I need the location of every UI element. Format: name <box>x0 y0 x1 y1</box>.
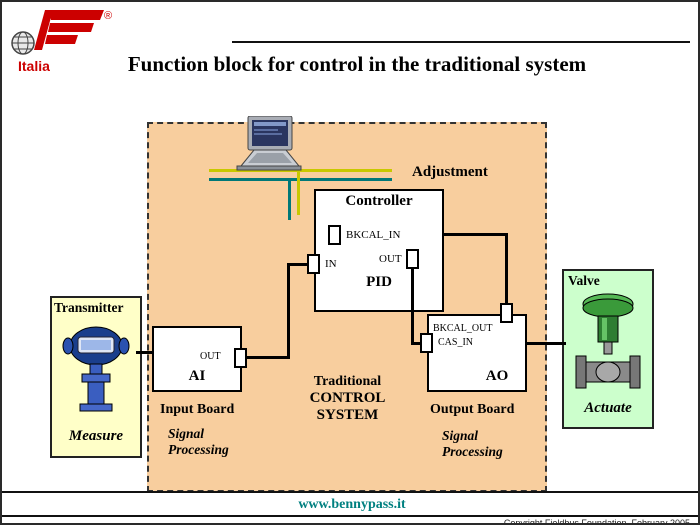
center-caption-line1: Traditional <box>313 374 382 389</box>
in-port <box>307 254 320 274</box>
wire-ao-to-valve <box>526 342 566 345</box>
bkcal-in-label: BKCAL_IN <box>346 229 401 241</box>
valve-title: Valve <box>568 273 600 288</box>
adjustment-label: Adjustment <box>412 164 488 180</box>
output-board-label: Output Board <box>430 402 515 417</box>
center-caption: Traditional CONTROL SYSTEM <box>290 374 405 424</box>
wire-ai-out-h <box>246 356 290 359</box>
network-line-teal <box>209 178 392 181</box>
out-port <box>406 249 419 269</box>
wire-ai-out-v <box>287 263 290 359</box>
ai-out-port <box>234 348 247 368</box>
output-signal-label: Signal Processing <box>442 428 503 459</box>
input-board-label: Input Board <box>160 402 235 417</box>
transmitter-title: Transmitter <box>54 300 124 315</box>
center-caption-line3: SYSTEM <box>316 407 379 423</box>
input-signal-label: Signal Processing <box>168 426 229 457</box>
copyright-label: Copyright Fieldbus Foundation, February … <box>503 518 690 525</box>
top-rule <box>232 41 690 43</box>
valve-icon <box>568 292 648 398</box>
wire-bkcal-v <box>505 233 508 305</box>
transmitter-icon <box>58 322 134 422</box>
bkcal-out-label: BKCAL_OUT <box>433 323 493 334</box>
footer-rule-top <box>2 491 698 493</box>
ai-out-label: OUT <box>200 351 221 362</box>
network-drop-yellow <box>297 171 300 215</box>
globe-icon <box>10 30 36 56</box>
wire-out-to-casin-h <box>411 342 423 345</box>
bkcal-out-port <box>500 303 513 323</box>
ao-label: AO <box>485 368 509 384</box>
bkcal-in-port <box>328 225 341 245</box>
wire-bkcal-h <box>444 233 508 236</box>
wire-ai-to-in <box>290 263 308 266</box>
ai-label: AI <box>188 368 206 384</box>
flag-logo-icon <box>28 8 108 50</box>
computer-icon <box>233 115 305 172</box>
website-label: www.bennypass.it <box>298 497 406 512</box>
pid-label: PID <box>366 274 392 290</box>
measure-label: Measure <box>68 428 124 444</box>
cas-in-port <box>420 333 433 353</box>
center-caption-line2: CONTROL <box>309 390 386 406</box>
page-title: Function block for control in the tradit… <box>127 52 587 76</box>
registered-mark: ® <box>104 10 113 22</box>
actuate-label: Actuate <box>584 400 632 416</box>
network-drop-teal <box>288 180 291 220</box>
out-label: OUT <box>379 253 402 265</box>
wire-transmitter-to-ai <box>136 351 154 354</box>
wire-out-to-casin-v <box>411 267 414 345</box>
cas-in-label: CAS_IN <box>438 337 474 348</box>
logo-italia-label: Italia <box>18 58 50 74</box>
controller-box <box>314 189 444 312</box>
ao-box <box>427 314 527 392</box>
footer-rule-bottom <box>2 515 698 517</box>
controller-title: Controller <box>345 193 413 209</box>
ai-box <box>152 326 242 392</box>
in-label: IN <box>325 258 337 270</box>
